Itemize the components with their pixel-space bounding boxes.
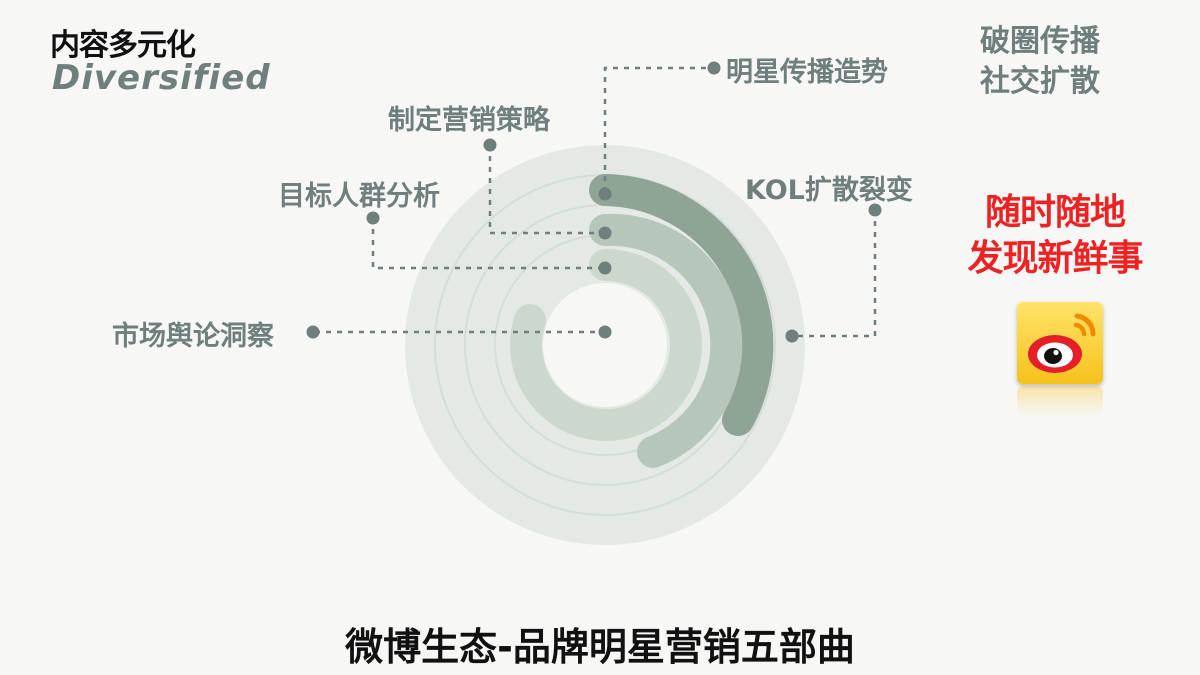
tagline-line-1: 破圈传播: [980, 24, 1100, 59]
dot-2-inner: [598, 261, 612, 275]
dot-3-inner: [598, 226, 612, 240]
connector-5: [792, 210, 877, 338]
tagline-line-2: 社交扩散: [980, 64, 1100, 99]
dot-4-outer: [707, 61, 721, 75]
ring-center: [543, 283, 667, 407]
slogan-line-1: 随时随地: [984, 192, 1126, 233]
tagline: 破圈传播 社交扩散: [940, 22, 1140, 102]
weibo-logo-reflection: [1017, 386, 1103, 416]
dot-5-inner: [785, 329, 799, 343]
arc-outer: [589, 174, 774, 436]
dot-5-outer: [868, 203, 882, 217]
connector-3: [488, 145, 605, 235]
arc-inner: [510, 248, 702, 441]
step-label-market-insight: 市场舆论洞察: [112, 321, 274, 352]
dot-2-outer: [366, 211, 380, 225]
arc-middle: [589, 213, 743, 468]
connector-4: [603, 66, 714, 192]
step-label-kol-spread: KOL扩散裂变: [745, 175, 913, 206]
dot-1-outer: [306, 325, 320, 339]
page-subtitle: Diversified: [52, 58, 271, 98]
step-label-celebrity-promotion: 明星传播造势: [726, 57, 888, 88]
step-label-marketing-strategy: 制定营销策略: [388, 105, 550, 136]
step-label-target-audience: 目标人群分析: [278, 181, 440, 212]
footer-title: 微博生态-品牌明星营销五部曲: [345, 625, 855, 669]
weibo-slogan: 随时随地 发现新鲜事: [930, 190, 1180, 282]
dot-1-inner: [598, 325, 612, 339]
dot-4-inner: [598, 187, 612, 201]
dot-3-outer: [483, 138, 497, 152]
weibo-eye-icon: [1028, 313, 1096, 373]
slogan-line-2: 发现新鲜事: [967, 238, 1143, 279]
weibo-logo: [1017, 302, 1103, 384]
page-title: 内容多元化: [50, 28, 196, 63]
